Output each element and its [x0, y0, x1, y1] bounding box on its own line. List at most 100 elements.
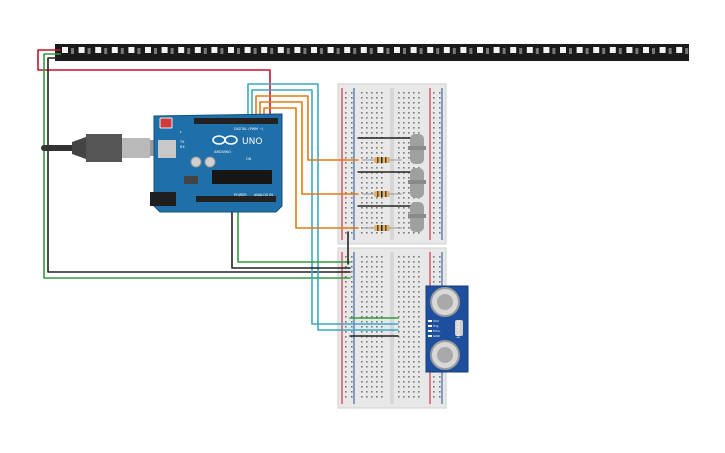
breadboard-hole — [351, 326, 353, 328]
breadboard-hole — [345, 152, 347, 154]
breadboard-hole — [433, 256, 435, 258]
breadboard-hole — [398, 361, 400, 363]
breadboard-hole — [403, 266, 405, 268]
breadboard-hole — [376, 291, 378, 293]
breadboard-hole — [371, 366, 373, 368]
led-pixel-contact — [353, 48, 357, 54]
breadboard-hole — [345, 122, 347, 124]
breadboard-hole — [381, 391, 383, 393]
breadboard-hole — [361, 117, 363, 119]
breadboard-hole — [351, 341, 353, 343]
breadboard-hole — [439, 162, 441, 164]
breadboard-hole — [366, 361, 368, 363]
breadboard-hole — [403, 152, 405, 154]
breadboard-hole — [418, 271, 420, 273]
wire-cyan-1 — [247, 83, 399, 331]
breadboard-hole — [403, 391, 405, 393]
breadboard-hole — [366, 112, 368, 114]
breadboard-hole — [361, 281, 363, 283]
breadboard-hole — [366, 351, 368, 353]
breadboard-hole — [371, 147, 373, 149]
led-pixel-contact — [286, 48, 290, 54]
breadboard-hole — [403, 217, 405, 219]
breadboard-hole — [408, 291, 410, 293]
breadboard-hole — [433, 167, 435, 169]
breadboard-hole — [439, 137, 441, 139]
breadboard-hole — [376, 361, 378, 363]
breadboard-hole — [439, 266, 441, 268]
breadboard-hole — [361, 341, 363, 343]
arduino-model-label: UNO — [242, 137, 262, 147]
breadboard-hole — [381, 341, 383, 343]
breadboard-hole — [413, 341, 415, 343]
breadboard-hole — [433, 177, 435, 179]
wire-green-strip — [43, 53, 351, 279]
breadboard-hole — [376, 207, 378, 209]
breadboard-hole — [439, 127, 441, 129]
breadboard-hole — [408, 212, 410, 214]
breadboard-hole — [351, 182, 353, 184]
breadboard-hole — [376, 396, 378, 398]
breadboard-hole — [381, 351, 383, 353]
breadboard-hole — [351, 217, 353, 219]
breadboard-hole — [413, 271, 415, 273]
breadboard-hole — [398, 127, 400, 129]
led-pixel-contact — [419, 48, 423, 54]
breadboard-hole — [366, 301, 368, 303]
breadboard-hole — [439, 122, 441, 124]
breadboard-hole — [439, 281, 441, 283]
breadboard-hole — [418, 381, 420, 383]
breadboard-hole — [361, 197, 363, 199]
breadboard-hole — [371, 341, 373, 343]
led-pixel-contact — [436, 48, 440, 54]
breadboard-hole — [433, 172, 435, 174]
breadboard-hole — [408, 142, 410, 144]
breadboard-hole — [413, 351, 415, 353]
breadboard-hole — [408, 122, 410, 124]
breadboard-hole — [351, 112, 353, 114]
breadboard-hole — [345, 381, 347, 383]
breadboard-hole — [398, 266, 400, 268]
breadboard-hole — [398, 306, 400, 308]
breadboard-hole — [351, 261, 353, 263]
breadboard-hole — [433, 147, 435, 149]
breadboard-hole — [433, 217, 435, 219]
breadboard-hole — [403, 102, 405, 104]
breadboard-hole — [345, 331, 347, 333]
breadboard-hole — [371, 112, 373, 114]
wire-red — [37, 49, 271, 119]
breadboard-hole — [345, 361, 347, 363]
breadboard-hole — [376, 261, 378, 263]
breadboard-hole — [361, 157, 363, 159]
breadboard-hole — [403, 341, 405, 343]
breadboard-hole — [433, 386, 435, 388]
led-pixel-contact — [203, 48, 207, 54]
breadboard-hole — [366, 152, 368, 154]
breadboard-hole — [408, 296, 410, 298]
breadboard-hole — [381, 127, 383, 129]
breadboard-top — [337, 83, 447, 245]
breadboard-hole — [366, 386, 368, 388]
breadboard-hole — [408, 286, 410, 288]
breadboard-hole — [345, 356, 347, 358]
breadboard-hole — [371, 306, 373, 308]
breadboard-hole — [403, 187, 405, 189]
led-pixel-contact — [87, 48, 91, 54]
breadboard-hole — [381, 296, 383, 298]
breadboard-hole — [408, 256, 410, 258]
breadboard-hole — [366, 127, 368, 129]
breadboard-hole — [351, 137, 353, 139]
breadboard-hole — [361, 112, 363, 114]
breadboard-hole — [351, 207, 353, 209]
breadboard-hole — [398, 376, 400, 378]
led-pixel — [560, 47, 566, 53]
breadboard-hole — [381, 202, 383, 204]
breadboard-hole — [403, 207, 405, 209]
breadboard-hole — [366, 182, 368, 184]
breadboard-hole — [366, 396, 368, 398]
breadboard-hole — [376, 391, 378, 393]
led-pixel — [643, 47, 649, 53]
breadboard-hole — [403, 311, 405, 313]
breadboard-hole — [366, 162, 368, 164]
breadboard-hole — [439, 182, 441, 184]
